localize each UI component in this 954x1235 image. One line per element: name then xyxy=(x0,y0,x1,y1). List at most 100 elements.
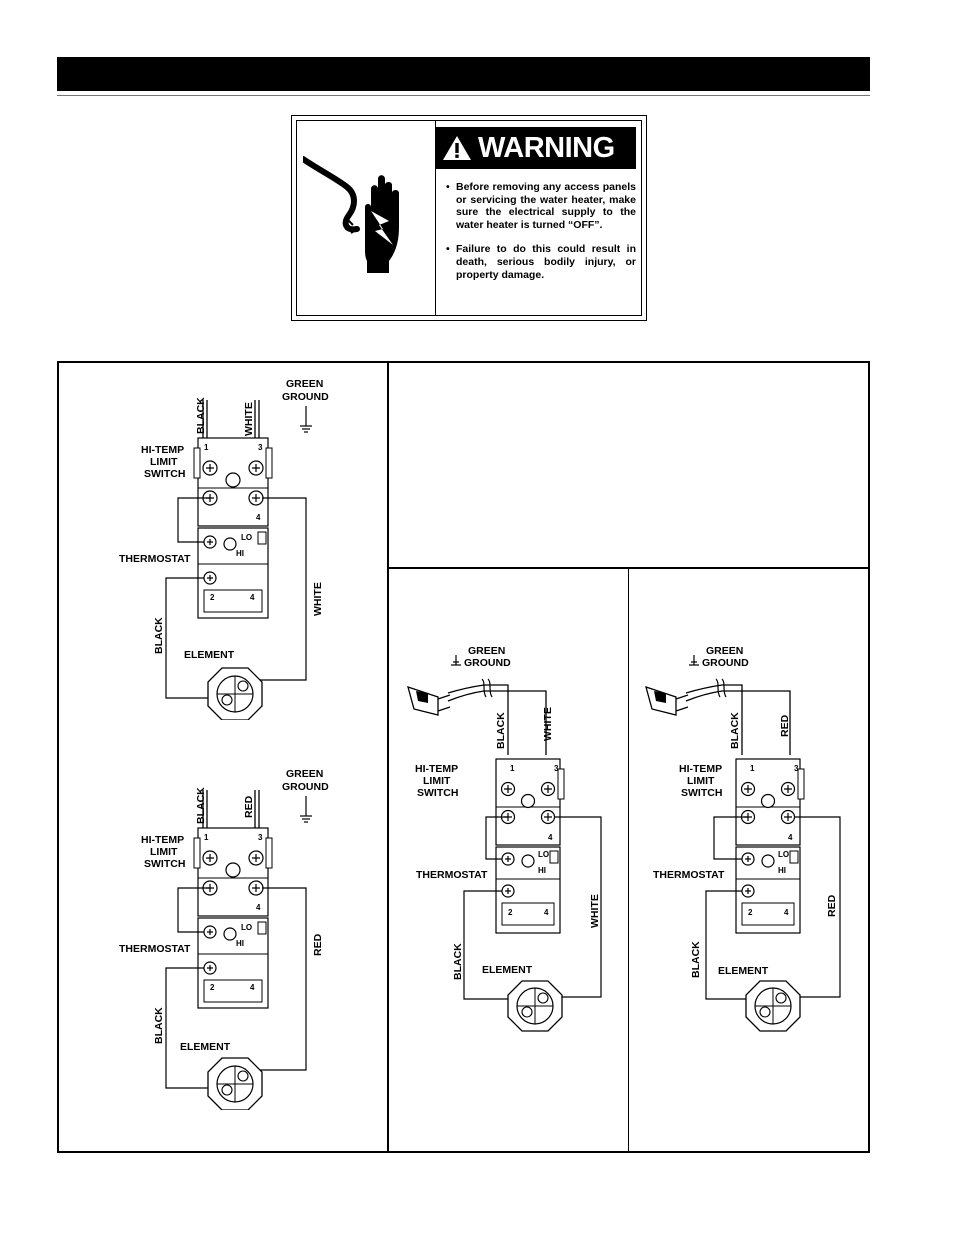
electric-shock-hand-icon xyxy=(303,156,399,273)
terminal-number: 1 xyxy=(204,443,209,452)
hi-temp-limit-switch: 1 3 4 xyxy=(495,758,565,846)
wire-black-supply xyxy=(202,790,208,830)
element-wire-red xyxy=(248,887,307,1071)
thermostat-lo-label: LO xyxy=(778,850,789,859)
ground-symbol-icon xyxy=(300,406,312,433)
warning-bullet: Failure to do this could result in death… xyxy=(446,243,636,281)
terminal-number: 2 xyxy=(210,593,215,602)
reset-button-icon xyxy=(520,793,536,809)
terminal-number: 2 xyxy=(748,908,753,917)
hi-temp-limit-switch-label: LIMIT xyxy=(687,775,715,787)
terminal-number: 4 xyxy=(250,593,255,602)
green-ground-label: GREEN xyxy=(468,645,505,657)
thermostat-label: THERMOSTAT xyxy=(119,553,191,565)
power-plug-icon xyxy=(645,685,689,716)
screw-terminal-icon xyxy=(537,992,549,1004)
terminal-number: 1 xyxy=(204,833,209,842)
wire-red-supply xyxy=(254,790,260,830)
warning-label: WARNING Before removing any access panel… xyxy=(291,115,647,321)
wire-white-supply xyxy=(254,400,260,440)
wire-label-black: BLACK xyxy=(153,1007,165,1044)
heating-element xyxy=(207,1057,263,1110)
terminal-number: 4 xyxy=(256,903,261,912)
screw-terminal-icon xyxy=(237,1070,249,1082)
wire-label-white: WHITE xyxy=(312,582,324,616)
thermostat: LO HI 2 4 xyxy=(197,917,269,1009)
jumper-wire xyxy=(177,887,210,933)
hi-temp-limit-switch-label: HI-TEMP xyxy=(415,763,458,775)
green-ground-label: GROUND xyxy=(282,781,329,793)
hi-temp-limit-switch-label: LIMIT xyxy=(150,846,178,858)
warning-label-inner: WARNING Before removing any access panel… xyxy=(296,120,642,316)
terminal-number: 2 xyxy=(508,908,513,917)
hi-temp-limit-switch-label: SWITCH xyxy=(681,787,722,799)
element-wire-black xyxy=(463,890,516,1000)
hi-temp-limit-switch-label: SWITCH xyxy=(144,468,185,480)
wiring-diagram-frame xyxy=(57,361,870,1153)
reset-button-icon xyxy=(760,793,776,809)
thermostat-lo-label: LO xyxy=(538,850,549,859)
heating-element xyxy=(507,980,563,1032)
element-wire-red xyxy=(786,816,841,998)
terminal-number: 1 xyxy=(510,764,515,773)
hi-temp-limit-switch-label: SWITCH xyxy=(144,858,185,870)
screw-terminal-icon xyxy=(221,1084,233,1096)
thermostat-dial-icon xyxy=(223,537,237,551)
green-ground-label: GREEN xyxy=(286,378,323,390)
terminal-number: 1 xyxy=(750,764,755,773)
terminal-number: 4 xyxy=(548,833,553,842)
wire-label-black: BLACK xyxy=(153,617,165,654)
power-plug-icon xyxy=(407,685,451,716)
element-wire-white xyxy=(248,497,307,681)
hi-temp-limit-switch-label: HI-TEMP xyxy=(679,763,722,775)
screw-terminal-icon xyxy=(221,694,233,706)
thermostat-label: THERMOSTAT xyxy=(653,869,725,881)
element-wire-white xyxy=(546,816,602,998)
thermostat-lo-label: LO xyxy=(241,923,252,932)
hi-temp-limit-switch: 1 3 4 xyxy=(193,437,273,527)
element-label: ELEMENT xyxy=(180,1041,231,1053)
terminal-number: 2 xyxy=(210,983,215,992)
heating-element xyxy=(207,667,263,720)
terminal-number: 3 xyxy=(258,443,263,452)
thermostat-label: THERMOSTAT xyxy=(119,943,191,955)
wire-black-supply xyxy=(202,400,208,440)
header-rule xyxy=(57,95,870,96)
hi-temp-limit-switch-label: LIMIT xyxy=(150,456,178,468)
wire-label-white: WHITE xyxy=(542,707,554,741)
warning-bullet-list: Before removing any access panels or ser… xyxy=(446,181,636,293)
frame-divider-sub xyxy=(628,568,629,1153)
screw-terminal-icon xyxy=(759,1006,771,1018)
section-header-bar xyxy=(57,57,870,91)
warning-bullet: Before removing any access panels or ser… xyxy=(446,181,636,231)
wire-label-red: RED xyxy=(312,933,324,956)
screw-terminal-icon xyxy=(237,680,249,692)
wire-label-white: WHITE xyxy=(243,402,255,436)
warning-divider xyxy=(435,121,436,315)
thermostat-dial-icon xyxy=(761,854,775,868)
terminal-number: 3 xyxy=(258,833,263,842)
frame-divider-vertical xyxy=(387,361,389,1153)
reset-button-icon xyxy=(225,472,241,488)
terminal-number: 4 xyxy=(788,833,793,842)
green-ground-label: GROUND xyxy=(464,657,511,669)
wiring-diagram-hardwired-red: BLACK RED GREEN GROUND HI-TEMP LIMIT SWI… xyxy=(119,768,329,1110)
thermostat-hi-label: HI xyxy=(538,866,546,875)
wire-label-black: BLACK xyxy=(690,941,702,978)
wiring-diagram-hardwired-white: BLACK WHITE GREEN GROUND HI-TEMP LIMIT S… xyxy=(119,378,329,720)
terminal-number: 4 xyxy=(256,513,261,522)
element-wire-black xyxy=(705,890,756,1000)
thermostat-hi-label: HI xyxy=(778,866,786,875)
heating-element xyxy=(745,980,801,1032)
thermostat-label: THERMOSTAT xyxy=(416,869,488,881)
thermostat-dial-icon xyxy=(223,927,237,941)
green-ground-label: GREEN xyxy=(706,645,743,657)
thermostat: LO HI 2 4 xyxy=(197,527,269,619)
element-label: ELEMENT xyxy=(184,649,235,661)
thermostat-lo-label: LO xyxy=(241,533,252,542)
hi-temp-limit-switch-label: HI-TEMP xyxy=(141,444,184,456)
element-wire-black xyxy=(165,967,222,1089)
wire-label-black: BLACK xyxy=(452,943,464,980)
element-wire-black xyxy=(165,577,222,699)
power-cord xyxy=(685,684,743,755)
